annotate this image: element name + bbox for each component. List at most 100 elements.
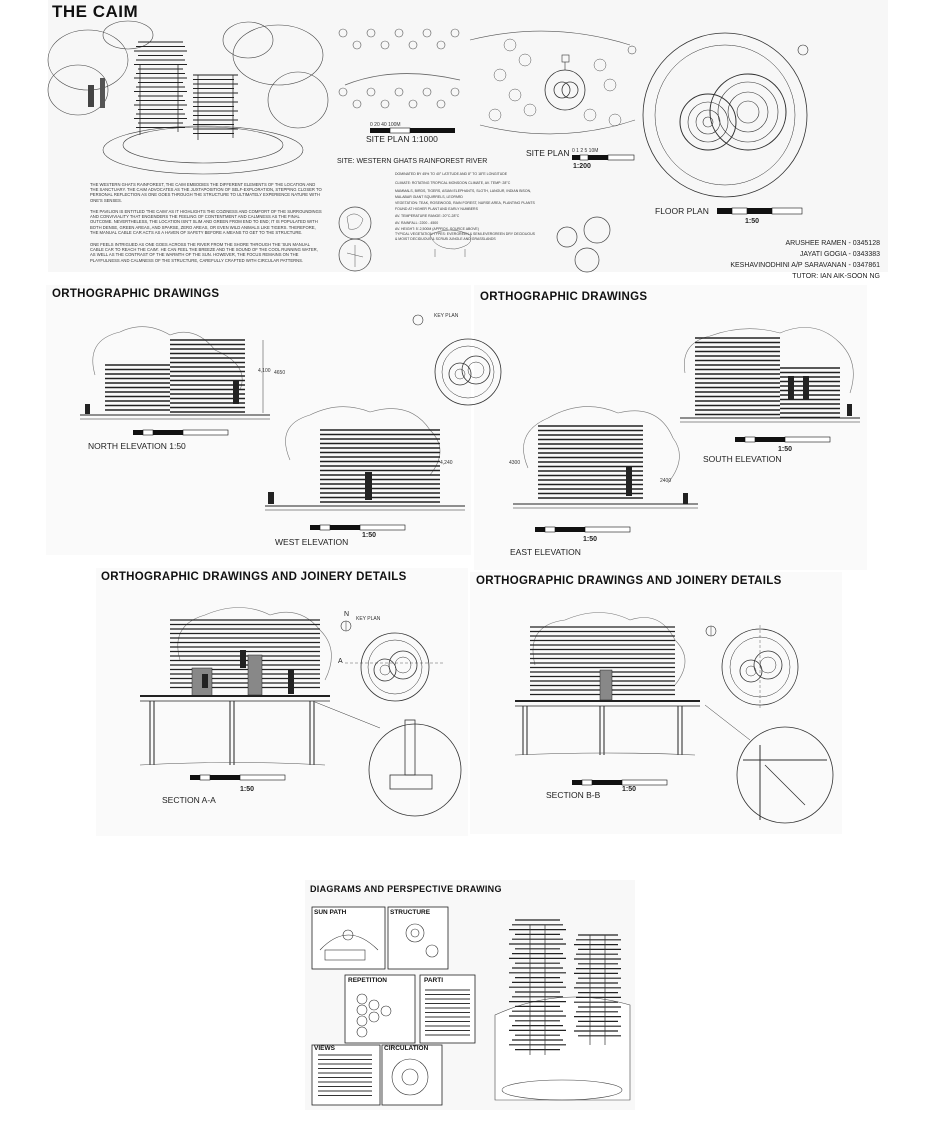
site-note: VEGETATION: TEAK, ROSEWOOD, RAIN FOREST,…: [395, 201, 535, 211]
tree: [408, 40, 418, 50]
north-elevation-drawing: [80, 326, 270, 420]
diagram-boxes: [311, 906, 476, 1106]
site-note: DOMINATED BY 45% TO 40° LATITUDE AND 8° …: [395, 172, 508, 176]
west-scale-label: 1:50: [362, 532, 377, 539]
diagram-label-structure: STRUCTURE: [390, 909, 431, 916]
sheet-the-caim: [48, 0, 888, 272]
section-b-scale: 1:50: [622, 786, 637, 793]
joinery-heading-left: ORTHOGRAPHIC DRAWINGS AND JOINERY DETAIL…: [101, 571, 407, 583]
site-plan-1000-drawing: [338, 28, 461, 109]
tree: [394, 28, 404, 38]
dimension-label: 2400: [660, 478, 672, 484]
tree: [422, 28, 432, 38]
key-plan-label: KEY PLAN: [434, 313, 459, 319]
north-scale-bar: [133, 429, 229, 436]
diagram-label-views: VIEWS: [314, 1045, 335, 1052]
dimension-label: 4300: [509, 460, 521, 466]
tree: [450, 28, 460, 38]
tree: [366, 87, 376, 97]
diagram-label-circulation: CIRCULATION: [384, 1045, 429, 1052]
north-elevation-label: NORTH ELEVATION 1:50: [88, 441, 186, 451]
dimension-label: 4650: [274, 370, 286, 376]
section-b-drawing: [514, 612, 834, 824]
tree: [338, 87, 348, 97]
tree: [436, 40, 446, 50]
tree: [493, 68, 507, 82]
tree: [608, 113, 622, 127]
floor-plan-label: FLOOR PLAN: [655, 206, 709, 216]
section-a-scale-bar: [190, 774, 286, 781]
tree: [508, 88, 522, 102]
sheet-joinery-right: [470, 572, 842, 834]
tree: [436, 99, 446, 109]
tree: [422, 87, 432, 97]
site-scale-bar-200: [572, 154, 635, 161]
sheet-orthographic-right: [474, 285, 867, 570]
diagram-label-repetition: REPETITION: [348, 977, 388, 984]
tree: [366, 28, 376, 38]
tree: [523, 103, 537, 117]
section-marker-a: A: [338, 658, 343, 665]
floor-plan-scale: 1:50: [745, 218, 760, 225]
south-scale-label: 1:50: [778, 446, 793, 453]
south-scale-bar: [735, 436, 831, 443]
tree: [488, 108, 502, 122]
site-200-scale-numbers: 0 1 2 5 10M: [572, 148, 599, 154]
team-member-2: JAYATI GOGIA - 0343383: [799, 251, 880, 258]
west-scale-bar: [310, 524, 406, 531]
site-plan-200-label: SITE PLAN: [526, 148, 570, 158]
site-scale-bar-1000: [370, 127, 455, 134]
tree: [503, 38, 517, 52]
perspective-drawing: [494, 919, 631, 1101]
description-paragraph-3: ONE FEELS INTRIGUED AS ONE GOES ACROSS T…: [90, 242, 318, 263]
key-plan-label: KEY PLAN: [356, 616, 381, 622]
site-note: AV. TEMPERATURE RANGE: 20°C-28°C: [395, 214, 460, 218]
section-b-scale-bar: [572, 779, 668, 786]
tree: [352, 99, 362, 109]
tree: [518, 53, 532, 67]
tree: [380, 40, 390, 50]
joinery-heading-right: ORTHOGRAPHIC DRAWINGS AND JOINERY DETAIL…: [476, 575, 782, 587]
diagram-label-sun-path: SUN PATH: [314, 909, 347, 916]
perspective-sketch: [47, 20, 329, 175]
west-elevation-drawing: [265, 406, 465, 511]
site-name: SITE: WESTERN GHATS RAINFOREST RIVER: [337, 158, 488, 165]
tree: [352, 40, 362, 50]
team-member-1: ARUSHEE RAMEN - 0345128: [785, 240, 880, 247]
tree: [380, 99, 390, 109]
west-elevation-label: WEST ELEVATION: [275, 537, 349, 547]
orthographic-heading-left: ORTHOGRAPHIC DRAWINGS: [52, 288, 220, 300]
east-scale-label: 1:50: [583, 536, 598, 543]
dimension-label: 4,100: [258, 368, 271, 374]
site-scale-numbers: 0 20 40 100M: [370, 122, 401, 128]
orthographic-heading-right: ORTHOGRAPHIC DRAWINGS: [480, 291, 648, 303]
north-arrow-icon: [705, 625, 717, 637]
site-notes: DOMINATED BY 45% TO 40° LATITUDE AND 8° …: [395, 170, 535, 242]
east-elevation-drawing: [513, 406, 698, 509]
north-arrow-icon: [340, 620, 352, 632]
tutor: TUTOR: IAN AIK-SOON NG: [792, 273, 880, 280]
diagram-label-parti: PARTI: [424, 977, 444, 984]
sheet-title: THE CAIM: [52, 2, 139, 21]
section-b-label: SECTION B-B: [546, 790, 601, 800]
tree: [583, 108, 597, 122]
dimension-label: 4,240: [440, 460, 453, 466]
floor-plan-drawing: [642, 32, 809, 198]
description-paragraph-2: THE PAVILION IS ENTITLED 'THE CAIM' AS I…: [90, 209, 322, 235]
tree: [593, 58, 607, 72]
east-scale-bar: [535, 526, 631, 533]
section-a-drawing: [139, 607, 462, 817]
section-a-scale: 1:50: [240, 786, 255, 793]
site-plan-200-scale: 1:200: [573, 163, 591, 170]
south-elevation-drawing: [680, 327, 860, 423]
tree: [394, 87, 404, 97]
sheet-joinery-left: [96, 568, 468, 836]
tree: [338, 28, 348, 38]
site-note: AV. HEIGHT: 5'-2,500M (APPROX. SOURCE AB…: [395, 227, 479, 231]
diagrams-heading: DIAGRAMS AND PERSPECTIVE DRAWING: [310, 884, 502, 894]
animal-sketches: [338, 206, 611, 273]
description-paragraph-1: THE WESTERN GHATS RAINFOREST, THE CAIM E…: [90, 182, 322, 203]
site-plan-1000-label: SITE PLAN 1:1000: [366, 134, 438, 144]
tree: [603, 78, 617, 92]
tree: [408, 99, 418, 109]
